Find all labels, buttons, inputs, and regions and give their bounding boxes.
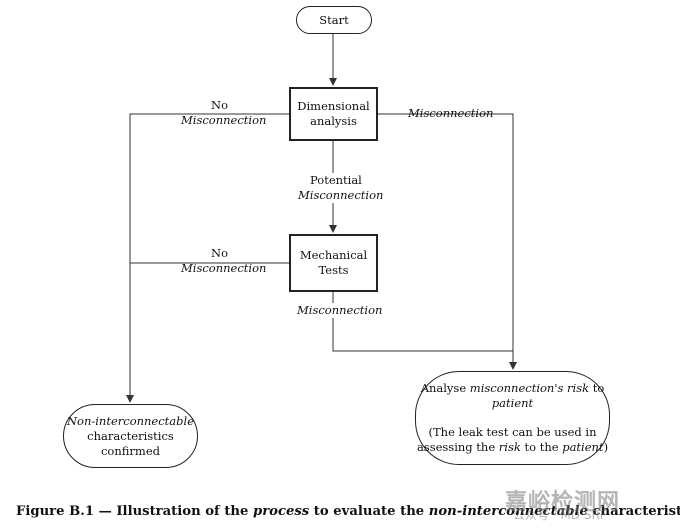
edge-mechanical-bottom — [332, 292, 513, 352]
analyse-line-2: patient — [491, 396, 534, 410]
label-no-misconnection-mid: Misconnection — [181, 261, 267, 275]
caption-part-2: process — [252, 504, 310, 519]
mechanical-tests-box: Mechanical Tests — [289, 234, 378, 292]
edge-dimensional-right — [378, 113, 517, 370]
watermark-subtitle: 公众号 · MD SRF — [513, 508, 607, 522]
caption-part-5: characteristics — [592, 504, 680, 519]
analyse-line-4d: patient — [562, 440, 604, 454]
label-misconnection-right: Misconnection — [408, 106, 494, 120]
confirmed-label-1: Non-interconnectable — [66, 413, 195, 428]
analyse-line-4a: assessing the — [416, 440, 499, 454]
analyse-line-1c: to — [589, 381, 605, 395]
analyse-risk-terminal: Analyse misconnection's risk to patient … — [415, 371, 610, 465]
start-label: Start — [319, 12, 349, 27]
label-no-misconnection-top: Misconnection — [181, 113, 267, 127]
caption-part-1: Figure B.1 — Illustration of the — [16, 504, 253, 519]
figure-caption: Figure B.1 — Illustration of the process… — [16, 504, 680, 519]
label-no-top: No — [211, 98, 228, 112]
analyse-line-1a: Analyse — [420, 381, 470, 395]
caption-part-3: to evaluate the — [309, 504, 429, 519]
label-misconnection-bottom: Misconnection — [296, 303, 384, 318]
dimensional-label-2: analysis — [310, 114, 357, 128]
analyse-line-1b: misconnection's risk — [469, 381, 590, 395]
watermark: 嘉峪检测网 公众号 · MD SRF — [505, 484, 621, 522]
dimensional-label-1: Dimensional — [297, 99, 370, 113]
caption-part-4: non-interconnectable — [428, 504, 588, 519]
analyse-line-4b: risk — [498, 440, 521, 454]
label-potential: Potential — [309, 173, 363, 188]
confirmed-terminal: Non-interconnectable characteristics con… — [63, 404, 198, 468]
label-potential-misconnection: Misconnection — [297, 188, 385, 203]
edge-dimensional-left — [126, 113, 289, 403]
analyse-line-1: Analyse misconnection's risk to — [421, 381, 605, 396]
confirmed-label-3: confirmed — [100, 443, 160, 458]
analyse-line-4: assessing the risk to the patient) — [417, 440, 608, 455]
confirmed-label-2: characteristics — [87, 428, 174, 443]
analyse-line-3: (The leak test can be used in — [428, 425, 597, 439]
mechanical-label-1: Mechanical — [299, 248, 368, 262]
dimensional-analysis-box: Dimensional analysis — [289, 87, 378, 141]
analyse-line-4e: ) — [603, 440, 609, 454]
watermark-title: 嘉峪检测网 — [505, 490, 621, 515]
start-node: Start — [296, 6, 372, 34]
label-no-mid: No — [211, 246, 228, 260]
analyse-line-4c: to the — [520, 440, 563, 454]
mechanical-label-2: Tests — [318, 263, 349, 277]
